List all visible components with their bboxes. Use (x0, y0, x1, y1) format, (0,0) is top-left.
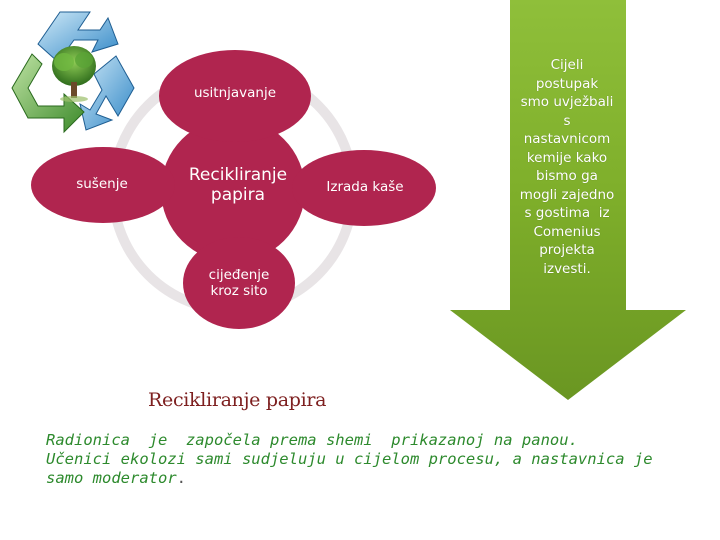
arrow-text-line: Cijeli (512, 56, 622, 75)
body-text: Radionica je započela prema shemi prikaz… (46, 431, 696, 488)
node-top-label: usitnjavanje (168, 86, 302, 102)
center-label-line: Recikliranje (173, 166, 303, 186)
arrow-text-line: nastavnicom (512, 130, 622, 149)
body-line: samo moderator (46, 469, 177, 487)
slide-subtitle: Recikliranje papira (148, 389, 326, 411)
arrow-text-line: mogli zajedno (512, 186, 622, 205)
arrow-text-line: postupak (512, 75, 622, 94)
arrow-text-line: projekta (512, 241, 622, 260)
center-label-line: papira (173, 186, 303, 206)
node-bottom-label: cijeđenje kroz sito (179, 268, 299, 299)
arrow-text-line: Comenius (512, 223, 622, 242)
arrow-text-line: izvesti. (512, 260, 622, 279)
node-right-label: Izrada kaše (300, 180, 430, 196)
node-left-label: sušenje (42, 177, 162, 193)
node-bottom-label-line: kroz sito (179, 284, 299, 300)
body-line: Radionica je započela prema shemi prikaz… (46, 431, 696, 450)
node-bottom-label-line: cijeđenje (179, 268, 299, 284)
arrow-text-line: kemije kako (512, 149, 622, 168)
body-end-mark: . (177, 469, 186, 487)
arrow-text-line: smo uvježbali (512, 93, 622, 112)
arrow-text: Cijeli postupak smo uvježbali s nastavni… (512, 56, 622, 278)
body-line-last: samo moderator. (46, 469, 696, 488)
arrow-text-line: bismo ga (512, 167, 622, 186)
body-line: Učenici ekolozi sami sudjeluju u cijelom… (46, 450, 696, 469)
arrow-text-line: s gostima iz (512, 204, 622, 223)
cycle-diagram: usitnjavanje sušenje Izrada kaše Recikli… (28, 50, 438, 330)
arrow-text-line: s (512, 112, 622, 131)
center-label: Recikliranje papira (173, 166, 303, 205)
